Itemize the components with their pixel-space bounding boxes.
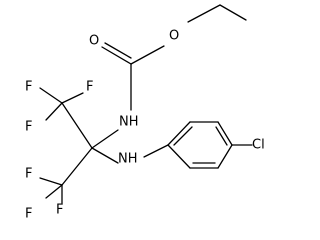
ring-double-2	[215, 126, 228, 146]
atom-f5: F	[25, 207, 32, 222]
ring-bond-3	[217, 121, 233, 146]
bond-lower-f4	[39, 177, 63, 186]
bond-c-o-double-2	[104, 42, 132, 59]
atom-nh-carbamate: NH	[119, 115, 139, 130]
atom-o-ester: O	[169, 29, 179, 44]
bond-ethyl-o	[187, 4, 221, 23]
atom-nh-aniline: NH	[118, 152, 138, 167]
atom-f2: F	[25, 120, 32, 135]
bond-lines	[39, 4, 253, 204]
atom-f1: F	[25, 80, 32, 95]
atom-f3: F	[86, 80, 93, 95]
chemical-structure: O O NH NH F F F F F F Cl	[25, 4, 265, 222]
atom-f6: F	[56, 203, 63, 218]
ring-bond-1	[167, 121, 191, 146]
bond-lower-f5	[45, 184, 63, 199]
ring-bond-4	[217, 144, 233, 169]
atom-o-carbonyl: O	[89, 34, 99, 49]
ring-bond-6	[167, 144, 191, 169]
bond-quat-cf3-lower	[61, 147, 93, 186]
atom-f4: F	[25, 167, 32, 182]
atom-labels: O O NH NH F F F F F F Cl	[25, 29, 265, 222]
bond-o-carbonyl	[130, 45, 165, 65]
atom-cl: Cl	[252, 138, 265, 153]
bond-quat-nh-aniline	[91, 147, 119, 164]
bond-nh-ring	[143, 144, 169, 158]
bond-nh-quaternary	[91, 129, 119, 149]
bond-c-o-double-1	[101, 46, 132, 65]
ring-double-1	[173, 126, 193, 146]
bond-quat-cf3-upper	[61, 102, 93, 149]
bond-upper-f2	[45, 102, 63, 121]
bond-ethyl-ch3	[219, 4, 247, 21]
bond-upper-f1	[39, 87, 63, 104]
bond-upper-f3	[61, 92, 84, 104]
